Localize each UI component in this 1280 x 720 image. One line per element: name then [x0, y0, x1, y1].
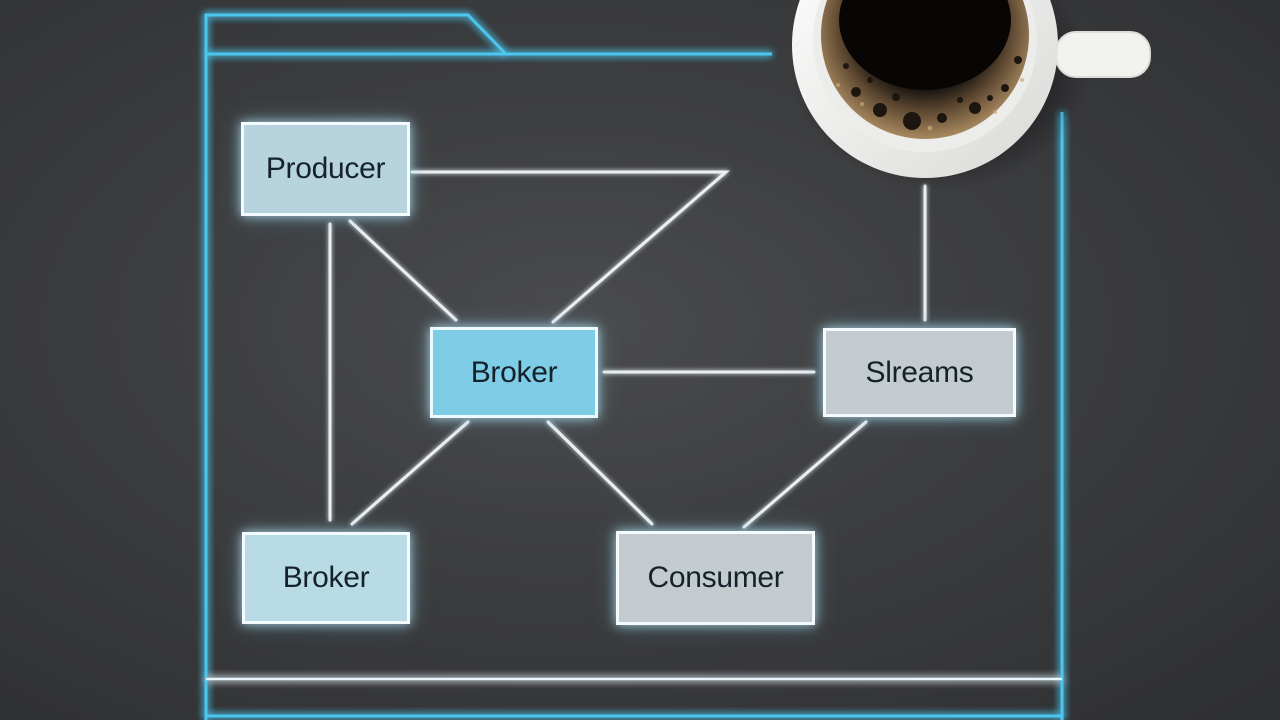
edge-streams-consumer [742, 420, 868, 529]
edge-broker-center-consumer [546, 420, 654, 526]
connectors [328, 170, 927, 529]
edge-broker-center-broker-left [350, 420, 470, 526]
broker-left-node[interactable]: Broker [242, 532, 410, 624]
coffee-cup-icon [790, 0, 1151, 190]
edge-producer-triangle [410, 170, 731, 324]
consumer-label: Consumer [647, 561, 784, 594]
consumer-node[interactable]: Consumer [616, 531, 815, 625]
broker-left-label: Broker [282, 561, 370, 594]
broker-center-node[interactable]: Broker [430, 327, 598, 418]
producer-node[interactable]: Producer [241, 122, 410, 216]
folder-tab [204, 13, 507, 720]
producer-label: Producer [265, 152, 386, 185]
folder-outline-icon [204, 13, 1064, 720]
streams-node[interactable]: Slreams [823, 328, 1016, 417]
cup-handle [1055, 31, 1151, 78]
streams-label: Slreams [865, 355, 974, 389]
broker-center-label: Broker [470, 355, 558, 389]
edge-producer-broker-center [348, 219, 458, 322]
